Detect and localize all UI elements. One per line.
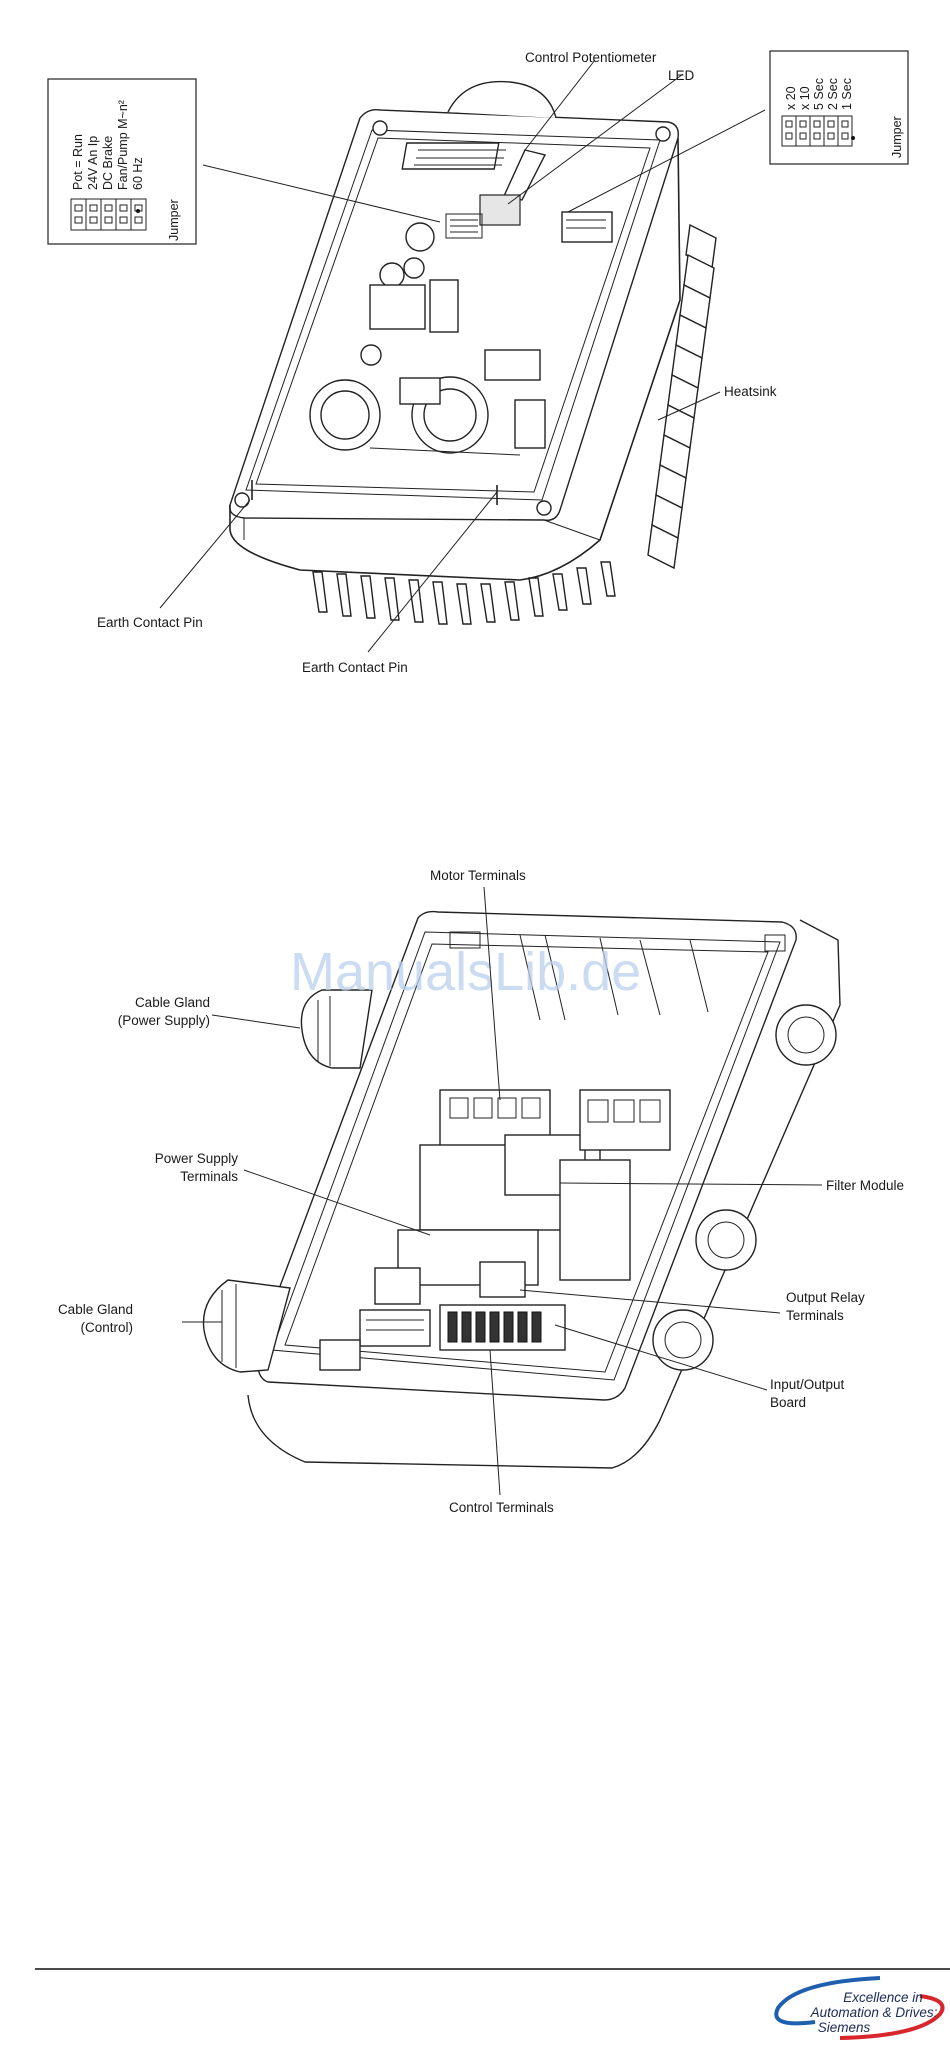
label-cable-gland-control-line1: Cable Gland — [58, 1302, 133, 1317]
jumper-legend-right: x 20 x 10 5 Sec 2 Sec 1 Sec Jumper — [769, 50, 909, 165]
drive-enclosure-illustration — [202, 910, 841, 1469]
jumper-left-option-5: 60 Hz — [131, 157, 145, 190]
jumper-left-option-3: DC Brake — [101, 136, 115, 190]
jumper-right-caption: Jumper — [890, 116, 904, 158]
label-led: LED — [668, 68, 695, 83]
logo-line1: Excellence in — [843, 1990, 923, 2005]
label-earth-contact-pin-left: Earth Contact Pin — [97, 615, 203, 630]
top-leader-lines — [159, 59, 766, 653]
jumper-right-option-3: 5 Sec — [812, 78, 826, 110]
jumper-right-option-5: 1 Sec — [840, 78, 854, 110]
label-heatsink: Heatsink — [724, 384, 777, 399]
label-output-relay-line1: Output Relay — [786, 1290, 865, 1305]
jumper-left-option-1: Pot = Run — [71, 134, 85, 190]
jumper-left-option-4: Fan/Pump M~n² — [116, 100, 130, 190]
bottom-leader-lines — [182, 886, 823, 1496]
label-motor-terminals: Motor Terminals — [430, 868, 526, 883]
label-control-potentiometer: Control Potentiometer — [525, 50, 657, 65]
label-cable-gland-control-line2: (Control) — [80, 1320, 133, 1335]
jumper-left-caption: Jumper — [167, 199, 181, 241]
label-io-board-line2: Board — [770, 1395, 806, 1410]
jumper-right-option-1: x 20 — [784, 86, 798, 110]
logo-line3: Siemens — [818, 2020, 871, 2035]
siemens-logo: Excellence in Automation & Drives: Sieme… — [774, 1976, 945, 2040]
label-earth-contact-pin-right: Earth Contact Pin — [302, 660, 408, 675]
jumper-left-option-2: 24V An Ip — [86, 136, 100, 190]
label-filter-module: Filter Module — [826, 1178, 904, 1193]
label-io-board-line1: Input/Output — [770, 1377, 845, 1392]
label-cable-gland-power-line2: (Power Supply) — [118, 1013, 210, 1028]
label-power-supply-terminals-line1: Power Supply — [155, 1151, 239, 1166]
label-cable-gland-power-line1: Cable Gland — [135, 995, 210, 1010]
drive-top-view-illustration — [229, 80, 717, 625]
jumper-right-option-2: x 10 — [798, 86, 812, 110]
label-output-relay-line2: Terminals — [786, 1308, 844, 1323]
watermark-text: ManualsLib.de — [290, 942, 641, 1002]
jumper-legend-left: Pot = Run 24V An Ip DC Brake Fan/Pump M~… — [47, 78, 197, 245]
label-control-terminals: Control Terminals — [449, 1500, 554, 1515]
label-power-supply-terminals-line2: Terminals — [180, 1169, 238, 1184]
logo-line2: Automation & Drives: — [810, 2005, 938, 2020]
jumper-right-option-4: 2 Sec — [826, 78, 840, 110]
heatsink-fins — [312, 223, 717, 625]
